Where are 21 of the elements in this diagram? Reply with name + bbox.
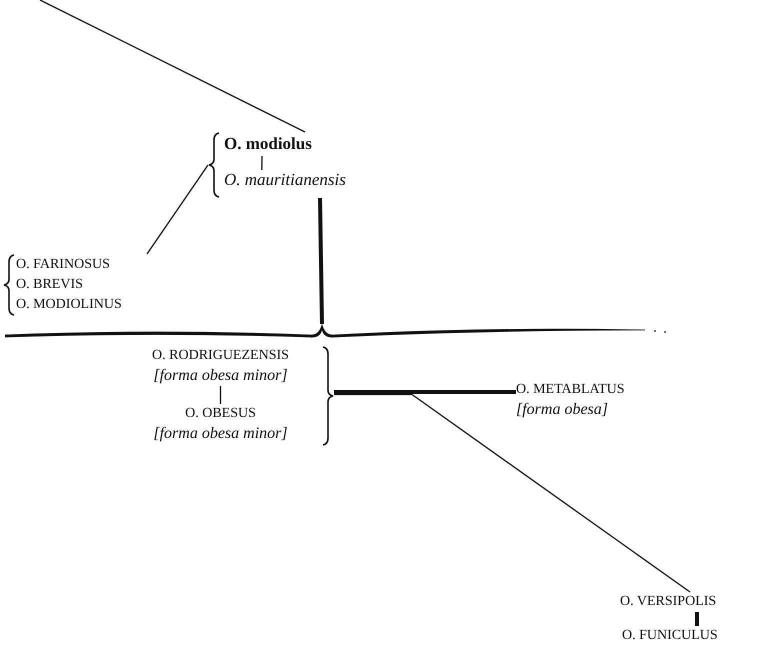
taxon-name: O. modiolus: [224, 134, 312, 154]
double-line: [334, 390, 516, 394]
double-line: [318, 198, 324, 324]
connector-line: [261, 156, 263, 170]
taxon-name: O. VERSIPOLIS: [620, 593, 716, 611]
form-note: [forma obesa]: [516, 400, 608, 420]
double-line: [695, 612, 699, 626]
connector-line: [220, 386, 222, 404]
connector-line: [334, 394, 690, 593]
form-note: [forma obesa minor]: [153, 424, 288, 444]
form-note: [forma obesa minor]: [153, 366, 288, 386]
taxon-name: O. MODIOLINUS: [16, 296, 122, 314]
taxon-name: O. BREVIS: [16, 276, 83, 294]
taxon-name: O. mauritianensis: [224, 170, 346, 190]
taxon-name: O. METABLATUS: [516, 381, 625, 399]
taxon-name: O. OBESUS: [185, 405, 256, 423]
connector-line: [40, 0, 306, 133]
taxon-name: O. FARINOSUS: [16, 256, 110, 274]
taxon-name: O. RODRIGUEZENSIS: [152, 347, 289, 365]
taxon-name: O. FUNICULUS: [622, 627, 718, 645]
connector-line: [146, 164, 209, 254]
